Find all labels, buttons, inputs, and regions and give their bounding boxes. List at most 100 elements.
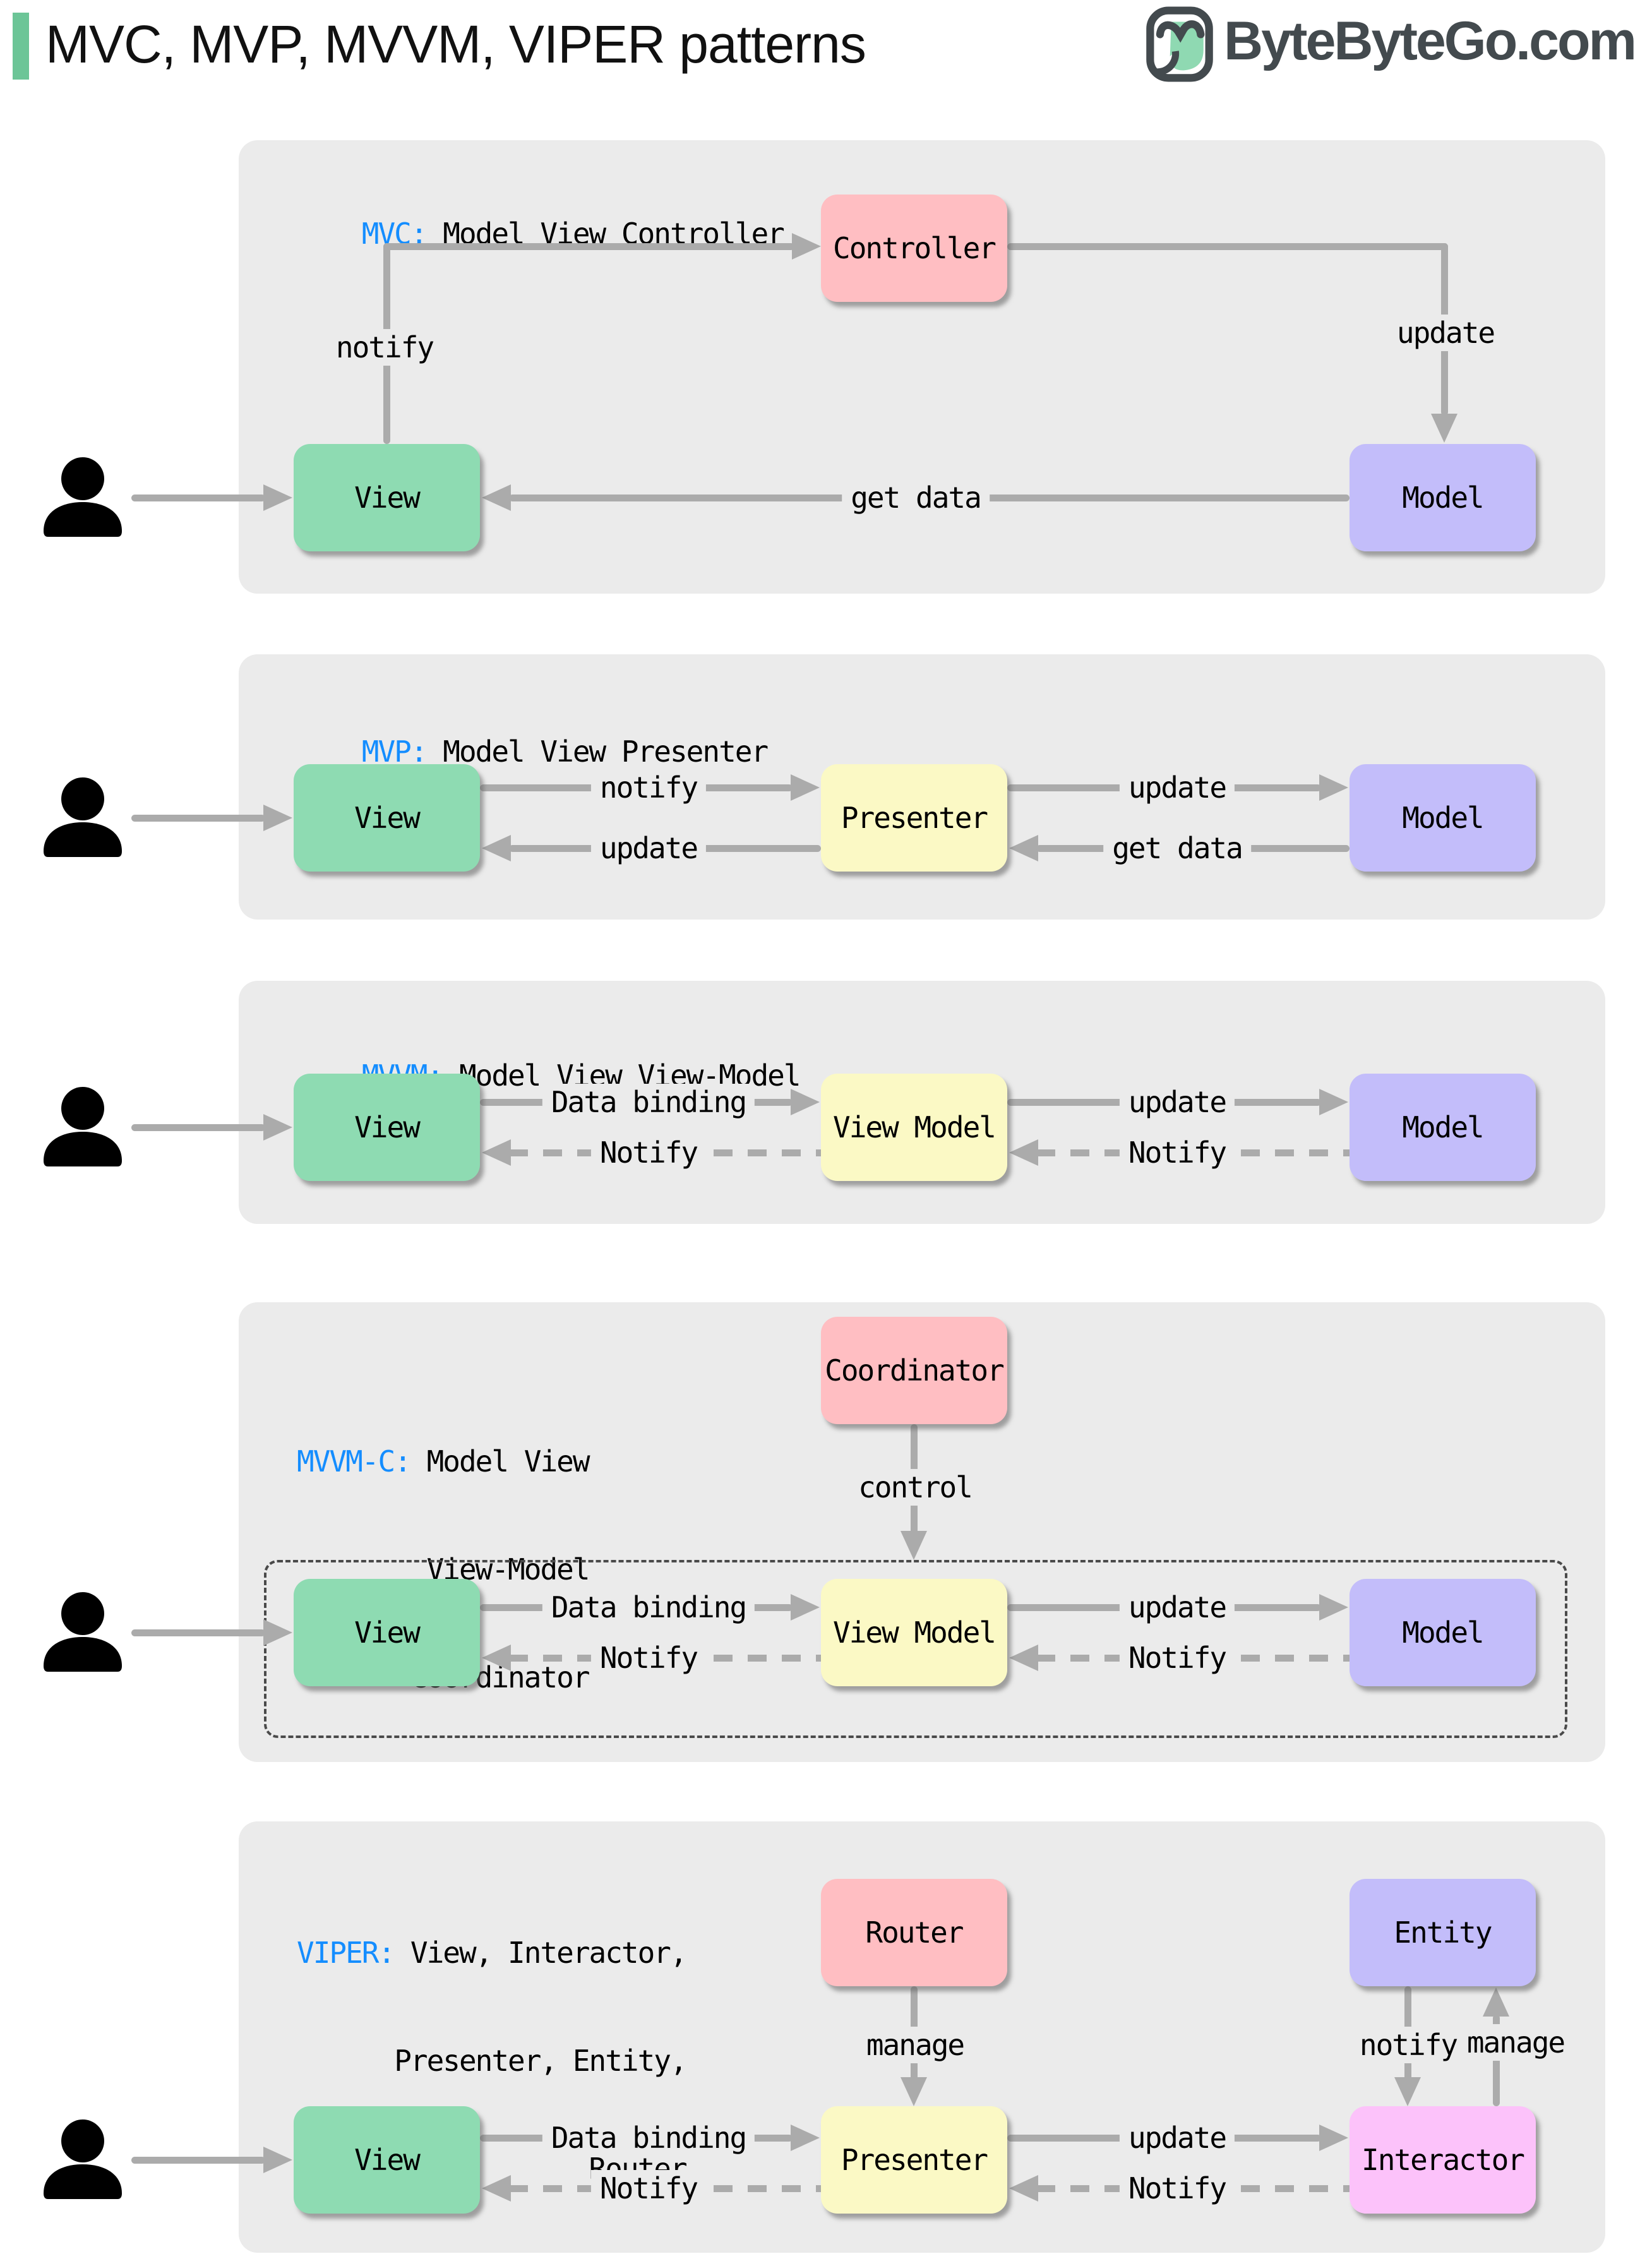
viper-entity-label: Entity (1394, 1915, 1492, 1950)
mvvm-user-arrow-line (131, 1124, 265, 1131)
mvvm-update-arrowhead (1319, 1089, 1348, 1115)
mvvmc-model-label: Model (1402, 1616, 1484, 1650)
viper-manage-entity-arrowhead (1483, 1987, 1509, 2017)
mvp-update-view-label: update (590, 830, 707, 866)
mvvm-viewmodel-box: View Model (821, 1074, 1007, 1181)
mvp-keyword: MVP: (361, 734, 428, 769)
mvvmc-notify-vm-arrowhead (1009, 1645, 1038, 1671)
mvvmc-notify-view-arrowhead (482, 1645, 511, 1671)
mvvm-notify-view-label: Notify (590, 1134, 707, 1171)
viper-interactor-label: Interactor (1362, 2143, 1525, 2177)
mvvmc-name-line1: Model View (426, 1444, 590, 1478)
viper-update-arrowhead (1319, 2125, 1348, 2151)
mvvm-update-label: update (1119, 1084, 1235, 1120)
viper-databinding-arrowhead (791, 2125, 820, 2151)
viper-manage-router-arrowhead (901, 2077, 927, 2106)
mvp-presenter-label: Presenter (841, 801, 988, 835)
mvc-controller-box: Controller (821, 195, 1007, 302)
mvp-model-box: Model (1350, 764, 1536, 872)
viper-update-label: update (1119, 2119, 1235, 2156)
viper-notify-presenter-arrowhead (1009, 2175, 1038, 2202)
mvp-view-box: View (294, 764, 480, 872)
mvvm-databinding-arrowhead (791, 1089, 820, 1115)
viper-section-label: VIPER: View, Interactor, Presenter, Enti… (297, 1863, 688, 2259)
mvp-presenter-box: Presenter (821, 764, 1007, 872)
mvp-view-label: View (354, 801, 421, 835)
mvvmc-notify-view-label: Notify (590, 1640, 707, 1676)
viper-user-arrow-line (131, 2157, 265, 2164)
mvvm-model-box: Model (1350, 1074, 1536, 1181)
mvvmc-coordinator-label: Coordinator (825, 1353, 1005, 1388)
mvvmc-view-label: View (354, 1616, 421, 1650)
mvvm-notify-vm-label: Notify (1119, 1134, 1235, 1171)
mvvm-user-arrowhead (263, 1114, 292, 1141)
mvvmc-viewmodel-box: View Model (821, 1579, 1007, 1686)
mvc-notify-arrowhead (792, 233, 821, 260)
mvvmc-databinding-label: Data binding (542, 1589, 755, 1626)
mvp-update-model-label: update (1119, 769, 1235, 806)
mvp-update-view-arrowhead (482, 835, 511, 861)
mvp-notify-label: notify (590, 769, 707, 806)
viper-user-arrowhead (263, 2147, 292, 2173)
mvvmc-control-label: control (849, 1469, 981, 1506)
viper-name-line2: Presenter, Entity, (394, 2044, 687, 2078)
viper-manage-entity-label: manage (1457, 2024, 1574, 2061)
mvvm-viewmodel-label: View Model (833, 1110, 997, 1144)
page-title: MVC, MVP, MVVM, VIPER patterns (45, 15, 866, 74)
user-icon (44, 777, 122, 857)
mvvmc-coordinator-box: Coordinator (821, 1317, 1007, 1424)
mvc-view-box: View (294, 444, 480, 551)
bytebytego-logo-icon (1146, 6, 1213, 82)
viper-notify-entity-label: notify (1350, 2027, 1466, 2063)
mvvm-databinding-label: Data binding (542, 1084, 755, 1120)
viper-view-label: View (354, 2143, 421, 2177)
mvvmc-update-label: update (1119, 1589, 1235, 1626)
mvc-notify-label: notify (326, 329, 443, 366)
mvp-notify-arrowhead (791, 774, 820, 801)
viper-notify-view-arrowhead (482, 2175, 511, 2202)
viper-presenter-label: Presenter (841, 2143, 988, 2177)
mvp-getdata-label: get data (1103, 830, 1251, 866)
mvvm-view-label: View (354, 1110, 421, 1144)
viper-interactor-box: Interactor (1350, 2106, 1536, 2214)
mvc-update-arrowhead (1431, 414, 1457, 443)
title-accent-bar (13, 13, 29, 80)
mvp-section-label: MVP: Model View Presenter (297, 698, 769, 806)
mvc-section-label: MVC: Model View Controller (297, 180, 785, 288)
mvvmc-update-arrowhead (1319, 1594, 1348, 1621)
mvc-model-box: Model (1350, 444, 1536, 551)
mvvmc-keyword: MVVM-C: (297, 1444, 412, 1478)
mvvmc-model-box: Model (1350, 1579, 1536, 1686)
viper-keyword: VIPER: (297, 1936, 395, 1970)
viper-router-label: Router (865, 1915, 964, 1950)
brand-name: ByteByteGo.com (1224, 11, 1637, 71)
viper-router-box: Router (821, 1879, 1007, 1986)
mvc-controller-label: Controller (833, 231, 997, 265)
mvc-update-label: update (1387, 315, 1504, 351)
user-icon (44, 1087, 122, 1166)
viper-notify-entity-arrowhead (1394, 2077, 1421, 2106)
viper-view-box: View (294, 2106, 480, 2214)
viper-notify-view-label: Notify (590, 2170, 707, 2207)
mvc-user-arrowhead (263, 484, 292, 511)
mvvm-model-label: Model (1402, 1110, 1484, 1144)
viper-manage-router-label: manage (857, 2027, 973, 2063)
mvc-model-label: Model (1402, 481, 1484, 515)
mvc-notify-line-horizontal (383, 243, 794, 250)
mvvmc-user-arrowhead (263, 1619, 292, 1646)
viper-databinding-label: Data binding (542, 2119, 755, 2156)
viper-entity-box: Entity (1350, 1879, 1536, 1986)
mvvmc-label-line1: MVVM-C: Model View (297, 1444, 590, 1480)
user-icon (44, 1592, 122, 1672)
mvvm-notify-vm-arrowhead (1009, 1139, 1038, 1166)
mvp-update-model-arrowhead (1319, 774, 1348, 801)
user-icon (44, 2119, 122, 2199)
mvvm-view-box: View (294, 1074, 480, 1181)
mvc-update-line-horizontal (1007, 243, 1448, 250)
mvc-getdata-label: get data (842, 479, 990, 516)
mvvmc-user-arrow-line (131, 1629, 265, 1636)
mvc-user-arrow-line (131, 495, 265, 501)
mvp-name: Model View Presenter (443, 734, 769, 769)
mvc-view-label: View (354, 481, 421, 515)
